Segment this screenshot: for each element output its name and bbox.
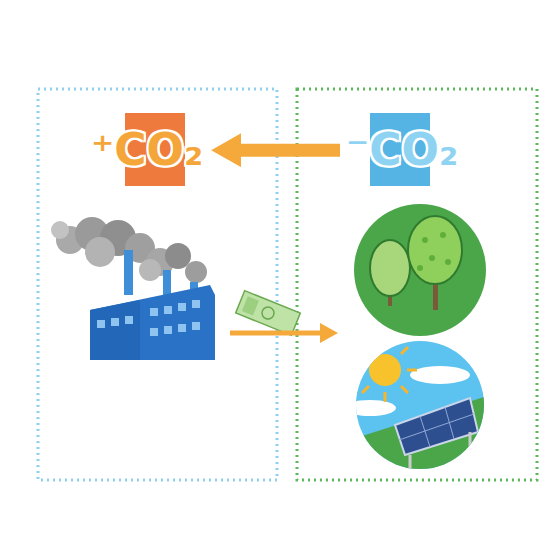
emitter-panel (38, 89, 277, 480)
offset-arrow (239, 144, 340, 157)
money-arrow (230, 323, 338, 343)
solar-icon (344, 335, 490, 475)
offset-panel (297, 89, 537, 480)
money-bill (236, 291, 301, 336)
co2-label-box: ⁻CO₂ (342, 126, 462, 174)
forest-icon (354, 204, 486, 336)
factory (90, 250, 215, 360)
co2-label-box: ⁺CO₂ (87, 126, 207, 174)
co2-text: ⁺CO₂ (91, 126, 203, 174)
co2-text: ⁻CO₂ (346, 126, 458, 174)
